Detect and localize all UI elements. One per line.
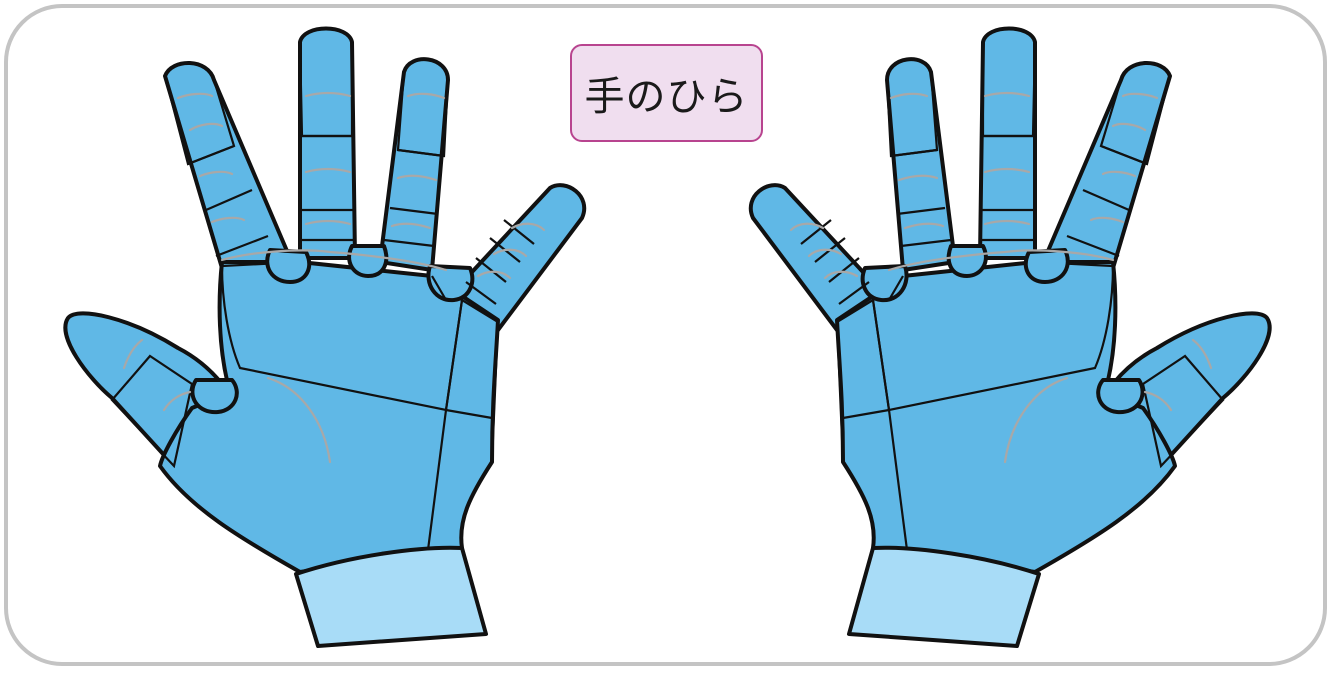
title-box: 手のひら xyxy=(570,44,763,142)
left-hand xyxy=(65,29,584,647)
title-label: 手のひら xyxy=(585,64,749,122)
right-hand xyxy=(751,29,1270,647)
